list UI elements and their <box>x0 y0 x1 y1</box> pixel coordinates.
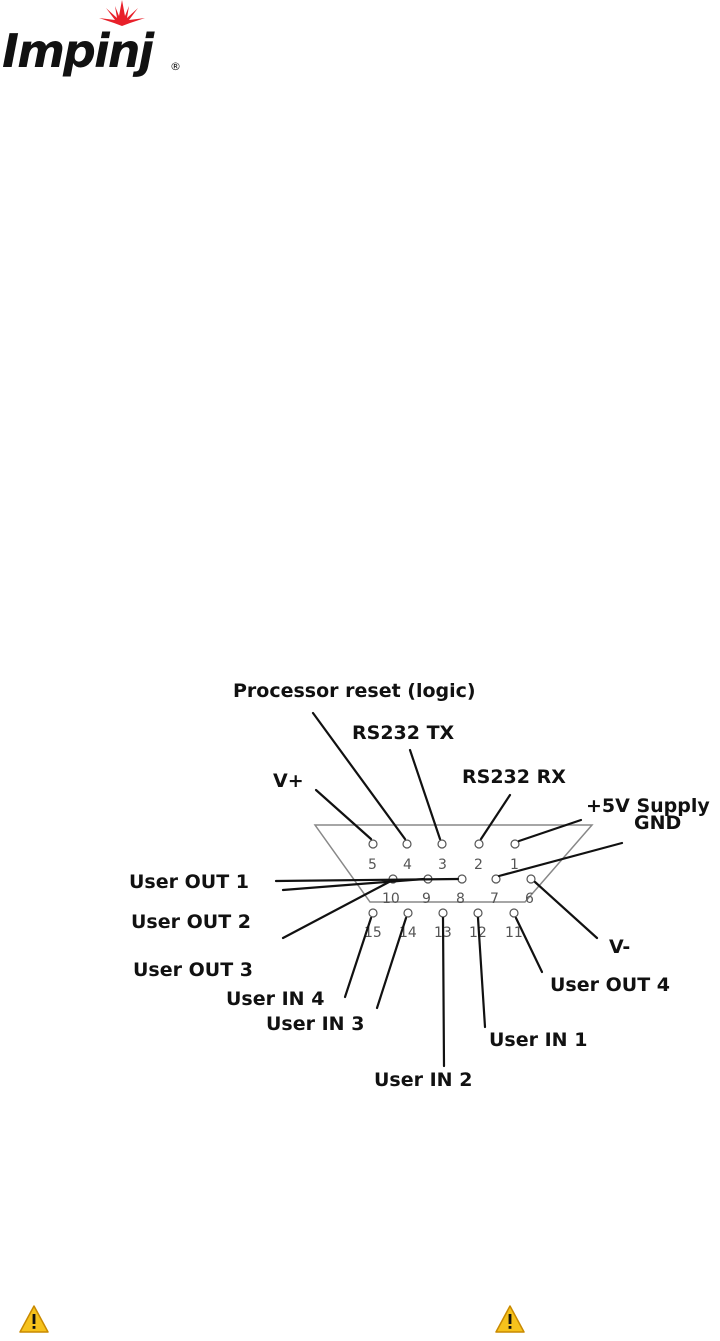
warning-icon <box>18 1304 50 1334</box>
pin-14 <box>404 909 412 917</box>
pin-number: 8 <box>456 891 465 907</box>
connector-shell <box>315 825 592 902</box>
label-user-out-3: User OUT 3 <box>133 959 253 981</box>
label-user-out-2: User OUT 2 <box>131 911 251 933</box>
pin-11 <box>510 909 518 917</box>
pin-4 <box>403 840 411 848</box>
label-user-in-3: User IN 3 <box>266 1013 364 1035</box>
pin-8 <box>458 875 466 883</box>
pin-6 <box>527 875 535 883</box>
pin-5 <box>369 840 377 848</box>
pin-number: 2 <box>474 857 483 873</box>
pin-1 <box>511 840 519 848</box>
leader-user-in-2 <box>443 918 444 1066</box>
pin-13 <box>439 909 447 917</box>
warning-icon <box>494 1304 526 1334</box>
pin-number: 5 <box>368 857 377 873</box>
label-v-minus: V- <box>609 936 630 958</box>
pin-3 <box>438 840 446 848</box>
label-user-out-4: User OUT 4 <box>550 974 670 996</box>
leader-plus5v <box>519 820 581 841</box>
pin-number: 7 <box>490 891 499 907</box>
label-user-in-1: User IN 1 <box>489 1029 587 1051</box>
leader-v-minus <box>535 882 597 938</box>
pin-number: 9 <box>422 891 431 907</box>
label-processor-reset: Processor reset (logic) <box>233 680 476 702</box>
leader-user-in-4 <box>345 918 371 997</box>
leader-rs232-rx <box>481 795 510 839</box>
pin-number: 4 <box>403 857 412 873</box>
pin-2 <box>475 840 483 848</box>
label-user-in-2: User IN 2 <box>374 1069 472 1091</box>
leader-v-plus <box>316 790 371 839</box>
label-user-out-1: User OUT 1 <box>129 871 249 893</box>
leader-user-out-4 <box>516 918 542 972</box>
label-rs232-tx: RS232 TX <box>352 722 455 744</box>
label-rs232-rx: RS232 RX <box>462 766 566 788</box>
pin-number: 3 <box>438 857 447 873</box>
pin-row-bottom <box>369 909 518 917</box>
pin-number: 6 <box>525 891 534 907</box>
pin-15 <box>369 909 377 917</box>
label-v-plus: V+ <box>273 770 304 792</box>
pin-row-top <box>369 840 519 848</box>
pin-12 <box>474 909 482 917</box>
label-gnd: GND <box>634 812 681 834</box>
pin-number: 10 <box>382 891 400 907</box>
label-user-in-4: User IN 4 <box>226 988 324 1010</box>
